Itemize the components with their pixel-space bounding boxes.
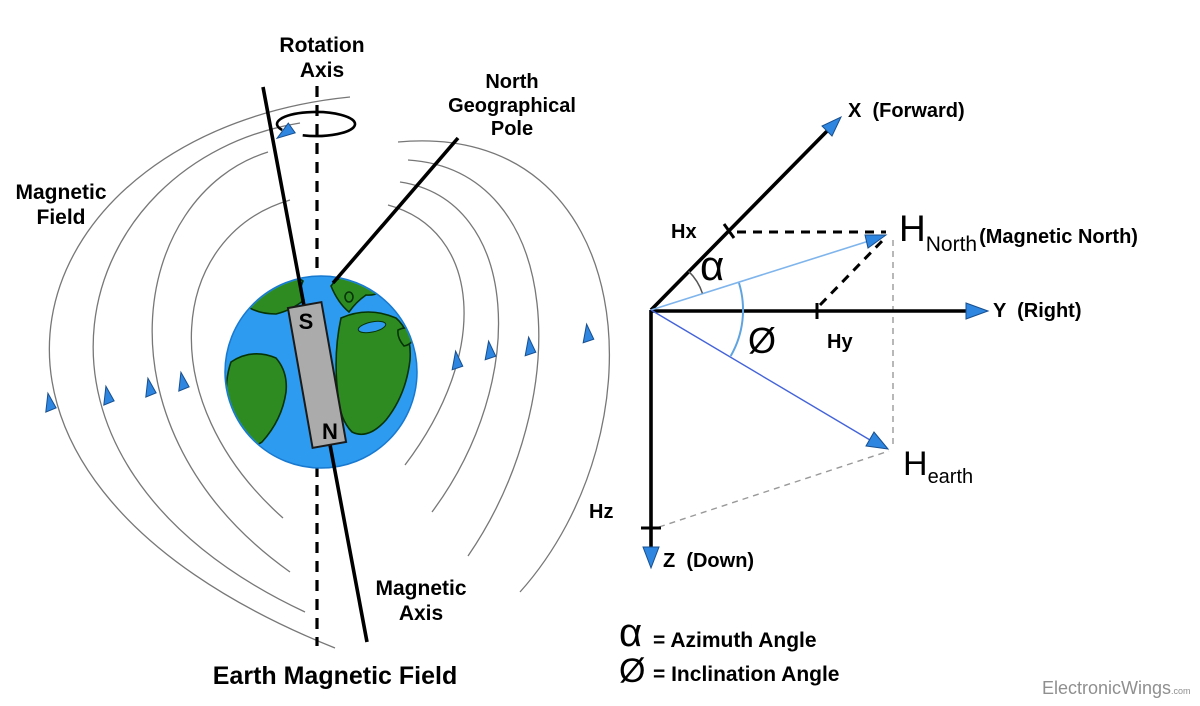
- h-north-note: (Magnetic North): [979, 226, 1138, 248]
- rotation-arrow-icon: [275, 122, 296, 140]
- field-line: [407, 159, 540, 557]
- field-line: [387, 204, 465, 466]
- rotation-arrow: [275, 110, 357, 140]
- x-axis-arrow-icon: [821, 115, 843, 137]
- hy-component-label: Hy: [827, 331, 853, 353]
- azimuth-angle-symbol: α: [700, 242, 725, 289]
- legend-alpha-text: = Azimuth Angle: [653, 629, 817, 652]
- field-line: [190, 199, 291, 519]
- field-arrow-icon: [451, 349, 464, 371]
- magnetic-field-lines-left: [48, 96, 351, 649]
- hx-tick: [722, 223, 736, 239]
- rotation-axis-label: Rotation Axis: [279, 34, 365, 82]
- ned-axes-diagram: [641, 115, 990, 570]
- field-arrow-icon: [178, 370, 190, 392]
- bar-magnet: [286, 300, 348, 450]
- figure-caption: Earth Magnetic Field: [212, 662, 458, 690]
- inclination-angle-arc: [729, 282, 744, 357]
- watermark-name: ElectronicWings: [1042, 678, 1172, 698]
- field-direction-arrows: [45, 322, 595, 413]
- field-line: [151, 151, 291, 573]
- y-axis-arrow-icon: [965, 302, 990, 320]
- h-north-label: HNorth(Magnetic North): [899, 207, 1138, 256]
- h-north-arrow-icon: [864, 234, 888, 249]
- x-axis-label: X (Forward): [848, 100, 965, 122]
- field-arrow-icon: [524, 335, 537, 357]
- magnetic-field-lines-right: [387, 140, 610, 593]
- h-north-subscript: North: [925, 233, 978, 256]
- rotation-arrow-arc: [275, 110, 357, 138]
- z-axis-label: Z (Down): [663, 550, 755, 572]
- magnetic-axis-label: Magnetic Axis: [375, 577, 467, 625]
- y-axis-label: Y (Right): [993, 300, 1082, 322]
- continent: [226, 353, 288, 448]
- azimuth-angle-arc: [687, 270, 704, 294]
- magnet-north-pole-label: N: [322, 419, 338, 444]
- h-earth-subscript: earth: [927, 466, 974, 488]
- h-earth-label: Hearth: [903, 444, 973, 488]
- continent: [344, 291, 354, 303]
- h-north-symbol: H: [899, 208, 926, 249]
- watermark-suffix: .com: [1171, 686, 1191, 696]
- hz-component-label: Hz: [589, 501, 614, 523]
- h-earth-symbol: H: [903, 445, 928, 483]
- projection-dash-diagonal: [658, 450, 890, 528]
- x-axis: [649, 122, 836, 312]
- field-line: [92, 122, 306, 613]
- magnetic-field-label: Magnetic Field: [15, 181, 107, 229]
- h-north-vector: [650, 239, 873, 311]
- field-arrow-icon: [45, 391, 57, 413]
- h-earth-arrow-icon: [865, 431, 890, 450]
- sea: [357, 320, 387, 334]
- field-arrow-icon: [582, 322, 595, 344]
- hy-construction-dash: [818, 237, 886, 307]
- inclination-angle-symbol: Ø: [748, 320, 777, 361]
- field-arrow-icon: [103, 384, 115, 406]
- watermark: ElectronicWings.com: [1042, 678, 1191, 699]
- legend-inclination-text: = Inclination Angle: [653, 663, 840, 686]
- field-line: [399, 181, 500, 513]
- magnet-south-pole-label: S: [298, 309, 314, 334]
- z-axis-arrow-icon: [642, 546, 660, 570]
- hx-component-label: Hx: [671, 221, 697, 243]
- field-line: [397, 140, 610, 593]
- legend-alpha-symbol: α: [619, 611, 643, 655]
- field-arrow-icon: [145, 376, 157, 398]
- north-geographical-pole-label: North Geographical Pole: [448, 71, 576, 141]
- legend-inclination-symbol: Ø: [619, 652, 646, 690]
- h-earth-vector: [650, 309, 871, 441]
- field-line: [48, 96, 351, 649]
- north-pole-pointer-line: [331, 136, 460, 285]
- field-arrow-icon: [484, 339, 497, 361]
